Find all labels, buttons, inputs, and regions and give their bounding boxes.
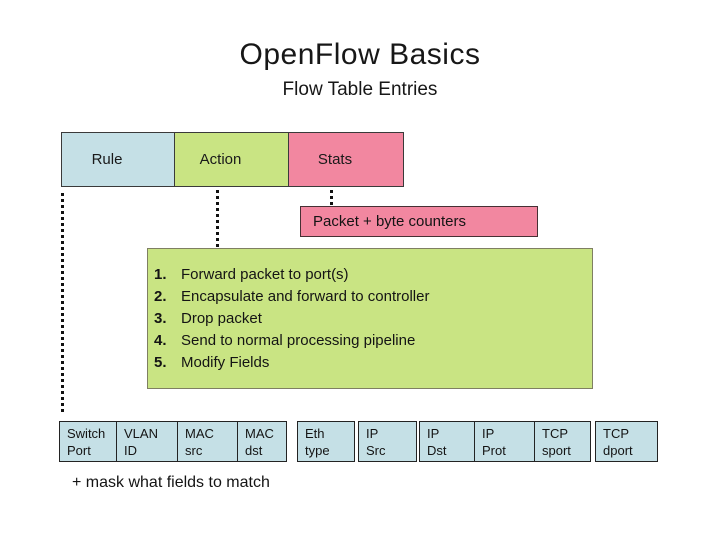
action-list-item: 4. Send to normal processing pipeline <box>154 330 584 352</box>
action-item-text: Send to normal processing pipeline <box>181 332 416 349</box>
field-cell-ip-prot: IP Prot <box>474 421 535 462</box>
rule-box: Rule <box>61 132 175 187</box>
field-label: Port <box>67 443 91 458</box>
packet-byte-counters-label: Packet + byte counters <box>313 213 467 230</box>
rule-dotted-connector <box>61 193 64 415</box>
field-label: TCP <box>542 426 568 441</box>
field-label: Eth <box>305 426 325 441</box>
page-subtitle: Flow Table Entries <box>282 79 438 100</box>
field-label: Dst <box>427 443 447 458</box>
stats-dotted-connector <box>330 190 333 207</box>
action-list-item: 3. Drop packet <box>154 308 584 330</box>
field-cell-vlan-id: VLAN ID <box>116 421 178 462</box>
action-item-text: Forward packet to port(s) <box>181 266 349 283</box>
field-cell-tcp-sport: TCP sport <box>534 421 591 462</box>
field-label: dst <box>245 443 263 458</box>
field-cell-tcp-dport: TCP dport <box>595 421 658 462</box>
action-item-text: Modify Fields <box>181 354 270 371</box>
field-label: Src <box>366 443 386 458</box>
field-label: sport <box>542 443 571 458</box>
field-label: type <box>305 443 330 458</box>
field-cell-mac-src: MAC src <box>177 421 238 462</box>
action-item-number: 5. <box>154 354 167 371</box>
field-label: VLAN <box>124 426 158 441</box>
field-label: src <box>185 443 203 458</box>
field-label: dport <box>603 443 633 458</box>
field-cell-eth-type: Eth type <box>297 421 355 462</box>
action-item-text: Encapsulate and forward to controller <box>181 288 430 305</box>
action-item-number: 4. <box>154 332 167 349</box>
action-list-item: 5. Modify Fields <box>154 352 584 374</box>
stats-box: Stats <box>288 132 404 187</box>
action-list-item: 2. Encapsulate and forward to controller <box>154 286 584 308</box>
action-box: Action <box>174 132 289 187</box>
field-label: Prot <box>482 443 506 458</box>
action-item-number: 1. <box>154 266 167 283</box>
field-cell-ip-dst: IP Dst <box>419 421 475 462</box>
field-label: TCP <box>603 426 629 441</box>
field-label: ID <box>124 443 137 458</box>
field-cell-mac-dst: MAC dst <box>237 421 287 462</box>
field-label: IP <box>366 426 379 441</box>
page-title: OpenFlow Basics <box>239 38 481 71</box>
packet-byte-counters-box: Packet + byte counters <box>300 206 538 237</box>
stats-box-label: Stats <box>317 151 353 168</box>
field-label: IP <box>427 426 440 441</box>
action-list-item: 1. Forward packet to port(s) <box>154 264 584 286</box>
mask-note: + mask what fields to match <box>72 474 270 491</box>
action-box-label: Action <box>199 151 242 168</box>
field-label: MAC <box>185 426 214 441</box>
action-item-number: 2. <box>154 288 167 305</box>
field-cell-ip-src: IP Src <box>358 421 417 462</box>
actions-list-box: 1. Forward packet to port(s) 2. Encapsul… <box>147 248 593 389</box>
action-dotted-connector <box>216 190 219 248</box>
action-item-text: Drop packet <box>181 310 262 327</box>
field-label: IP <box>482 426 495 441</box>
rule-box-label: Rule <box>91 151 123 168</box>
field-label: MAC <box>245 426 274 441</box>
field-cell-switch-port: Switch Port <box>59 421 117 462</box>
field-label: Switch <box>67 426 106 441</box>
action-item-number: 3. <box>154 310 167 327</box>
